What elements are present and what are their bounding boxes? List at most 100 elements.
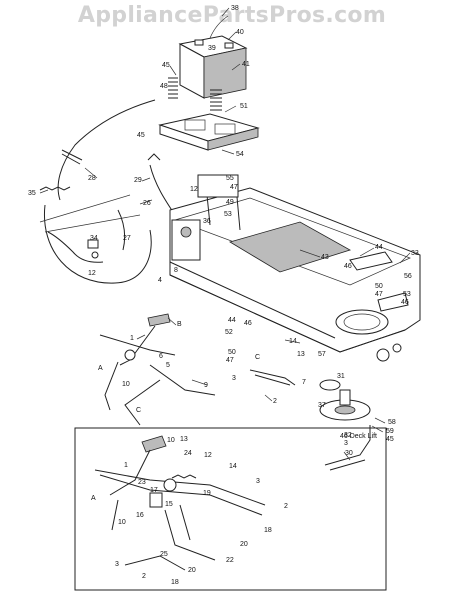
- battery-spring-left: [168, 77, 178, 99]
- callout-12: 12: [88, 270, 96, 277]
- inset-callout-14: 14: [229, 463, 237, 470]
- callout-44: 44: [375, 244, 383, 251]
- inset-callout-20: 20: [240, 541, 248, 548]
- detail-bubble: [39, 194, 152, 284]
- callout-55: 55: [226, 175, 234, 182]
- pedal-assembly: [99, 313, 216, 426]
- callout-36: 36: [203, 218, 211, 225]
- inset-callout-10: 10: [118, 519, 126, 526]
- callout-31: 31: [337, 373, 345, 380]
- callout-B: B: [177, 321, 182, 328]
- callout-28: 28: [88, 175, 96, 182]
- callout-26: 26: [143, 200, 151, 207]
- callout-C: C: [136, 407, 141, 414]
- callout-32: 32: [344, 432, 352, 439]
- inset-callout-2: 2: [142, 573, 146, 580]
- callout-34: 34: [90, 235, 98, 242]
- main-frame: [169, 174, 421, 362]
- callout-C: C: [255, 354, 260, 361]
- callout-4: 4: [158, 277, 162, 284]
- callout-A: A: [98, 365, 103, 372]
- callout-12: 12: [190, 186, 198, 193]
- callout-46: 46: [344, 263, 352, 270]
- inset-callout-10: 10: [167, 437, 175, 444]
- callout-9: 9: [204, 382, 208, 389]
- callout-45: 45: [386, 436, 394, 443]
- inset-callout-1: 1: [124, 462, 128, 469]
- callout-1: 1: [130, 335, 134, 342]
- callout-49: 49: [226, 199, 234, 206]
- callout-45: 45: [162, 62, 170, 69]
- callout-10: 10: [122, 381, 130, 388]
- callout-41: 41: [242, 61, 250, 68]
- callout-35: 35: [28, 190, 36, 197]
- callout-56: 56: [404, 273, 412, 280]
- callout-33: 33: [411, 250, 419, 257]
- callout-53: 53: [224, 211, 232, 218]
- callout-43: 43: [321, 254, 329, 261]
- callout-37: 37: [318, 402, 326, 409]
- callout-47: 47: [230, 184, 238, 191]
- inset-callout-A: A: [91, 495, 96, 502]
- callout-52: 52: [225, 329, 233, 336]
- pulley-arm: [324, 425, 371, 471]
- inset-callout-25: 25: [160, 551, 168, 558]
- callout-7: 7: [302, 379, 306, 386]
- callout-38: 38: [231, 5, 239, 12]
- inset-callout-19: 19: [203, 490, 211, 497]
- watermark: AppliancePartsPros.com: [77, 3, 387, 28]
- callout-51: 51: [240, 103, 248, 110]
- callout-47: 47: [226, 357, 234, 364]
- inset-callout-18: 18: [264, 527, 272, 534]
- inset-callout-24: 24: [184, 450, 192, 457]
- inset-callout-17: 17: [150, 487, 158, 494]
- callout-27: 27: [123, 235, 131, 242]
- leader-lines: [39, 7, 411, 461]
- inset-callout-2: 2: [284, 503, 288, 510]
- battery-spring-right: [210, 89, 222, 111]
- callout-40: 40: [236, 29, 244, 36]
- callout-29: 29: [134, 177, 142, 184]
- inset-callout-15: 15: [165, 501, 173, 508]
- callout-57: 57: [318, 351, 326, 358]
- callout-59: 59: [386, 428, 394, 435]
- callout-50: 50: [228, 349, 236, 356]
- callout-3: 3: [232, 375, 236, 382]
- callout-6: 6: [159, 353, 163, 360]
- inset-callout-18: 18: [171, 579, 179, 586]
- pulley: [319, 379, 371, 421]
- bracket-right: [349, 251, 409, 312]
- inset-box: [74, 427, 387, 591]
- lift-rod: [249, 369, 296, 386]
- callout-5: 5: [166, 362, 170, 369]
- callout-45: 45: [137, 132, 145, 139]
- inset-callout-12: 12: [204, 452, 212, 459]
- inset-callout-3: 3: [115, 561, 119, 568]
- battery: [178, 15, 248, 99]
- inset-callout-16: 16: [136, 512, 144, 519]
- callout-2: 2: [273, 398, 277, 405]
- throttle-cable: [39, 99, 176, 216]
- callout-48: 48: [160, 83, 168, 90]
- inset-title: 46 Deck Lift: [340, 433, 377, 440]
- inset-callout-3: 3: [256, 478, 260, 485]
- callout-50: 50: [375, 283, 383, 290]
- callout-44: 44: [228, 317, 236, 324]
- callout-13: 13: [297, 351, 305, 358]
- inset-callout-13: 13: [180, 436, 188, 443]
- inset-callout-22: 22: [226, 557, 234, 564]
- callout-46: 46: [401, 299, 409, 306]
- callout-47: 47: [375, 291, 383, 298]
- callout-30: 30: [345, 450, 353, 457]
- callout-58: 58: [388, 419, 396, 426]
- battery-tray: [158, 113, 260, 151]
- inset-callout-20: 20: [188, 567, 196, 574]
- callout-3: 3: [344, 440, 348, 447]
- callout-53: 53: [403, 291, 411, 298]
- callout-39: 39: [208, 45, 216, 52]
- callout-8: 8: [174, 267, 178, 274]
- inset-callout-23: 23: [138, 479, 146, 486]
- callout-54: 54: [236, 151, 244, 158]
- callout-46: 46: [244, 320, 252, 327]
